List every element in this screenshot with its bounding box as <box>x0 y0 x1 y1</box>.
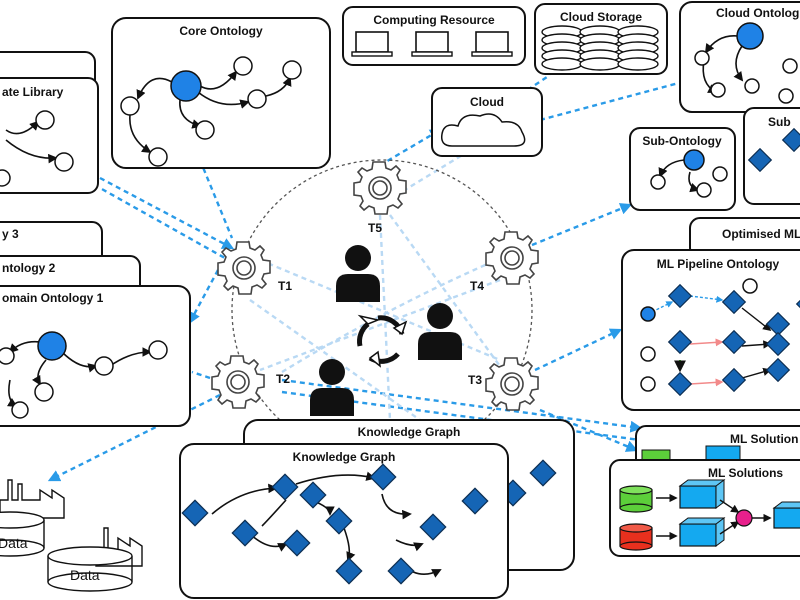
core-ontology-panel: Core Ontology <box>111 17 331 169</box>
ml-pipeline-ontology-title: ML Pipeline Ontology <box>657 257 780 271</box>
tool-label-t5: T5 <box>368 221 382 235</box>
core-ontology-title: Core Ontology <box>179 24 263 38</box>
database-icon <box>579 25 621 71</box>
cloud-panel: Cloud <box>431 87 543 157</box>
knowledge-graph-panel: Knowledge Graph Knowledge Graph <box>179 419 575 599</box>
template-library-panel: ate Library <box>0 51 99 194</box>
factory-icon <box>0 479 65 519</box>
domain-ontology-3-title: y 3 <box>2 227 19 241</box>
template-library-title: ate Library <box>2 85 64 99</box>
gear-icon[interactable] <box>485 231 539 285</box>
optimised-ml-title: Optimised ML <box>722 227 800 241</box>
tools: T5 T1 T4 T2 T3 <box>211 161 539 411</box>
cloud-title: Cloud <box>470 95 504 109</box>
computing-resource-panel: Computing Resource <box>342 6 526 66</box>
sub-ontology-2-title: Sub <box>768 115 791 129</box>
domain-ontology-1-title: omain Ontology 1 <box>2 291 104 305</box>
ml-pipeline-panel: Optimised ML ML Pipeline Ontology <box>621 217 800 411</box>
cloud-icon <box>440 113 526 147</box>
ml-solutions-panel: ML Solution ML Solutions <box>609 425 800 557</box>
cycle-arrows-icon <box>357 314 408 368</box>
green-data-cylinder <box>619 485 653 513</box>
red-data-cylinder <box>619 523 653 551</box>
computing-resource-title: Computing Resource <box>373 13 495 27</box>
knowledge-graph-back-title: Knowledge Graph <box>358 425 461 439</box>
laptop-icon <box>351 31 393 57</box>
tool-label-t1: T1 <box>278 279 292 293</box>
domain-ontology-2-title: ntology 2 <box>2 261 56 275</box>
cloud-ontology-title: Cloud Ontolog <box>716 6 799 20</box>
data-label-2: Data <box>70 567 100 583</box>
laptop-icon <box>411 31 453 57</box>
sub-ontology-title: Sub-Ontology <box>642 134 722 148</box>
gear-icon[interactable] <box>353 161 407 215</box>
cloud-storage-title: Cloud Storage <box>560 10 642 24</box>
ml-solutions-back-title: ML Solution <box>730 432 798 446</box>
domain-ontology-stack: y 3 ntology 2 omain Ontology 1 <box>0 221 191 427</box>
person-icon <box>336 245 380 302</box>
database-icon <box>541 25 583 71</box>
laptop-icon <box>471 31 513 57</box>
data-label-1: Data <box>0 535 28 551</box>
sub-ontology-2-panel: Sub <box>743 107 800 205</box>
tool-label-t2: T2 <box>276 372 290 386</box>
gear-icon[interactable] <box>211 355 265 409</box>
database-icon <box>617 25 659 71</box>
ml-solutions-front-title: ML Solutions <box>708 466 783 480</box>
tool-label-t3: T3 <box>468 373 482 387</box>
data-sources: Data Data <box>0 479 143 592</box>
gear-icon[interactable] <box>217 241 271 295</box>
sub-ontology-panel: Sub-Ontology <box>629 127 736 211</box>
cloud-storage-panel: Cloud Storage <box>534 3 668 75</box>
cloud-ontology-panel: Cloud Ontolog <box>679 1 800 113</box>
gear-icon[interactable] <box>485 357 539 411</box>
person-icon <box>418 303 462 360</box>
users <box>310 245 462 416</box>
knowledge-graph-front-title: Knowledge Graph <box>293 450 396 464</box>
tool-label-t4: T4 <box>470 279 484 293</box>
